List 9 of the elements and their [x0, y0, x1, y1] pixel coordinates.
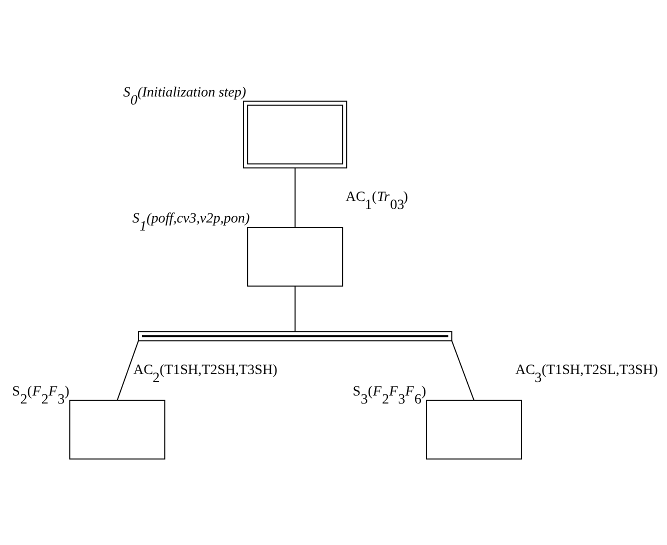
connector — [116, 340, 139, 400]
node-box — [247, 227, 344, 287]
node-box — [69, 400, 166, 460]
node-box — [426, 400, 522, 460]
connector — [451, 340, 474, 401]
node-bar — [138, 331, 452, 342]
connector — [294, 168, 296, 228]
connector — [294, 286, 296, 332]
node-box — [243, 100, 348, 168]
